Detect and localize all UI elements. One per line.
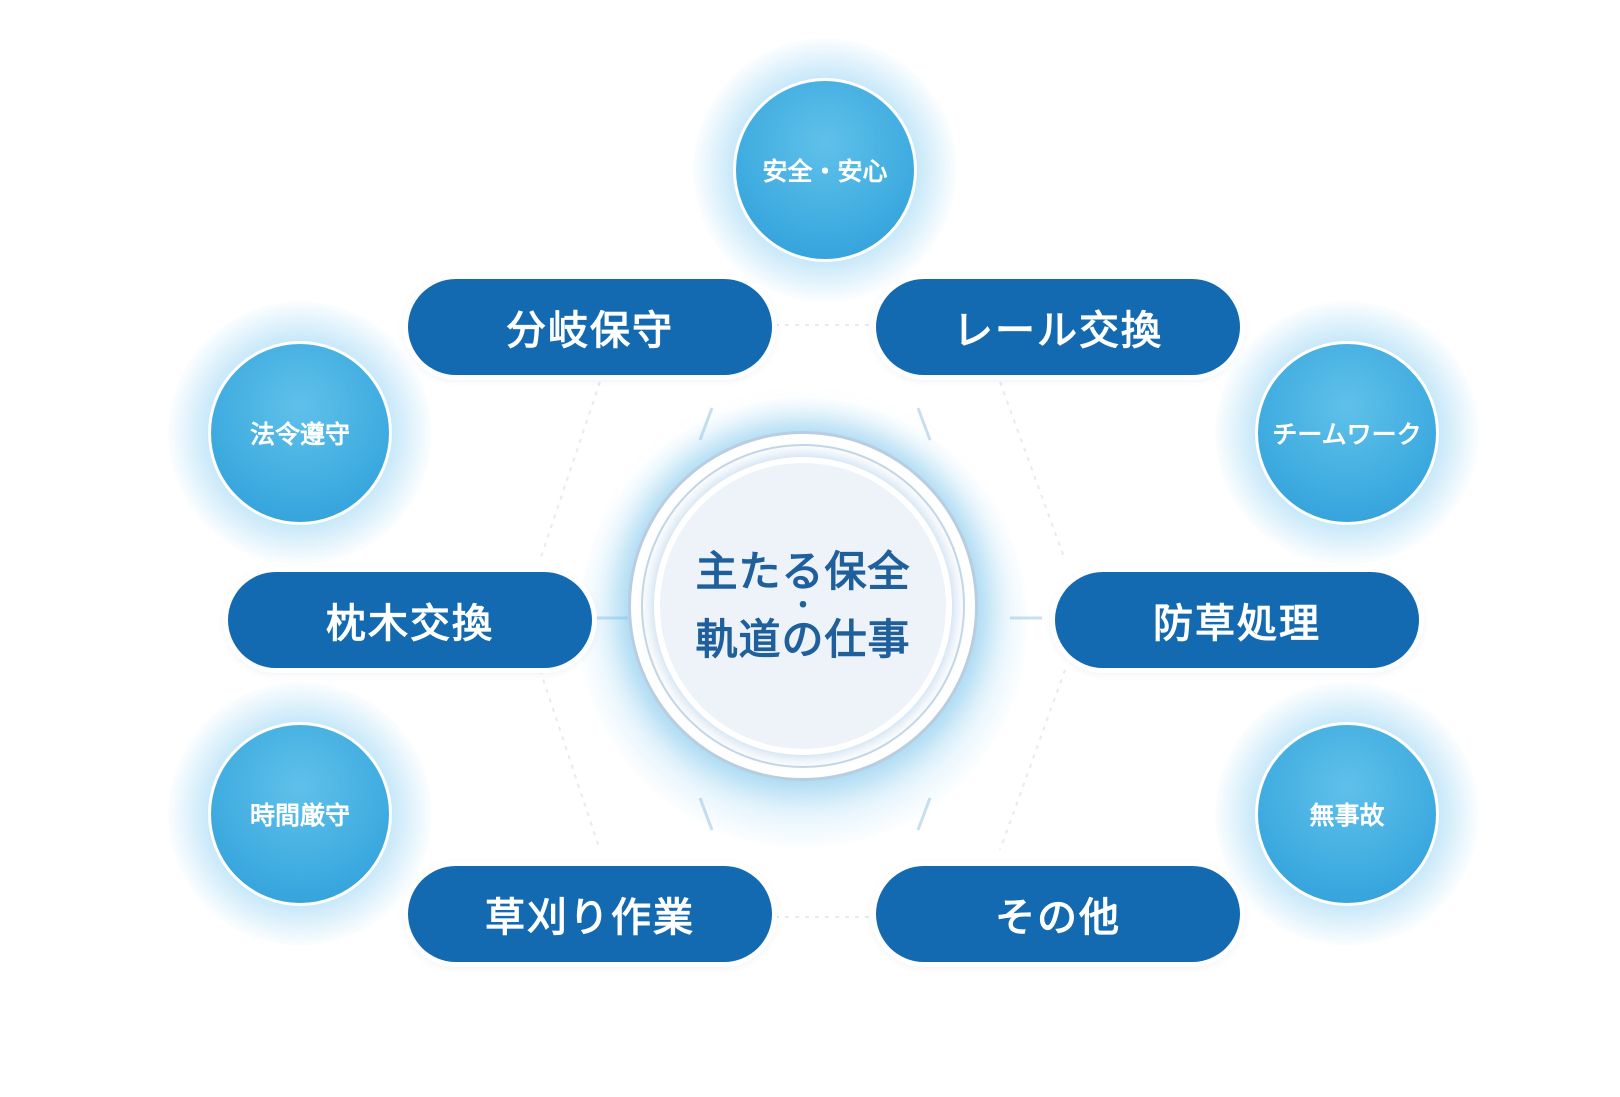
value-team-work: チームワーク	[1215, 301, 1479, 565]
hub-title-line-1: 主たる保全	[695, 547, 911, 596]
value-anzen-anshin: 安全・安心	[693, 38, 957, 302]
value-hourei-junshu-label: 法令遵守	[208, 341, 392, 525]
value-hourei-junshu: 法令遵守	[168, 301, 432, 565]
task-bousou-shori: 防草処理	[1055, 572, 1419, 668]
task-sonota: その他	[876, 866, 1240, 962]
hub-inner-ring	[641, 444, 965, 768]
connector-upper-right	[999, 381, 1066, 561]
value-jikan-genshu-label: 時間厳守	[208, 722, 392, 906]
task-makuragi-koukan: 枕木交換	[228, 572, 592, 668]
value-anzen-anshin-label: 安全・安心	[733, 78, 917, 262]
task-rail-koukan: レール交換	[876, 279, 1240, 375]
connector-upper-left	[539, 381, 601, 561]
hub-center: 主たる保全 ・ 軌道の仕事	[660, 463, 946, 749]
value-team-work-label: チームワーク	[1255, 341, 1439, 525]
value-mujiko: 無事故	[1215, 682, 1479, 946]
task-kusakari-sagyou: 草刈り作業	[408, 866, 772, 962]
connector-lower-left	[539, 669, 601, 851]
connector-lower-right	[999, 669, 1066, 851]
task-bunki-hoshu: 分岐保守	[408, 279, 772, 375]
spoke-upper-right	[916, 407, 932, 441]
value-mujiko-label: 無事故	[1255, 722, 1439, 906]
value-jikan-genshu: 時間厳守	[168, 682, 432, 946]
hub-separator: ・	[789, 591, 816, 621]
hub-title-line-2: 軌道の仕事	[695, 615, 911, 664]
